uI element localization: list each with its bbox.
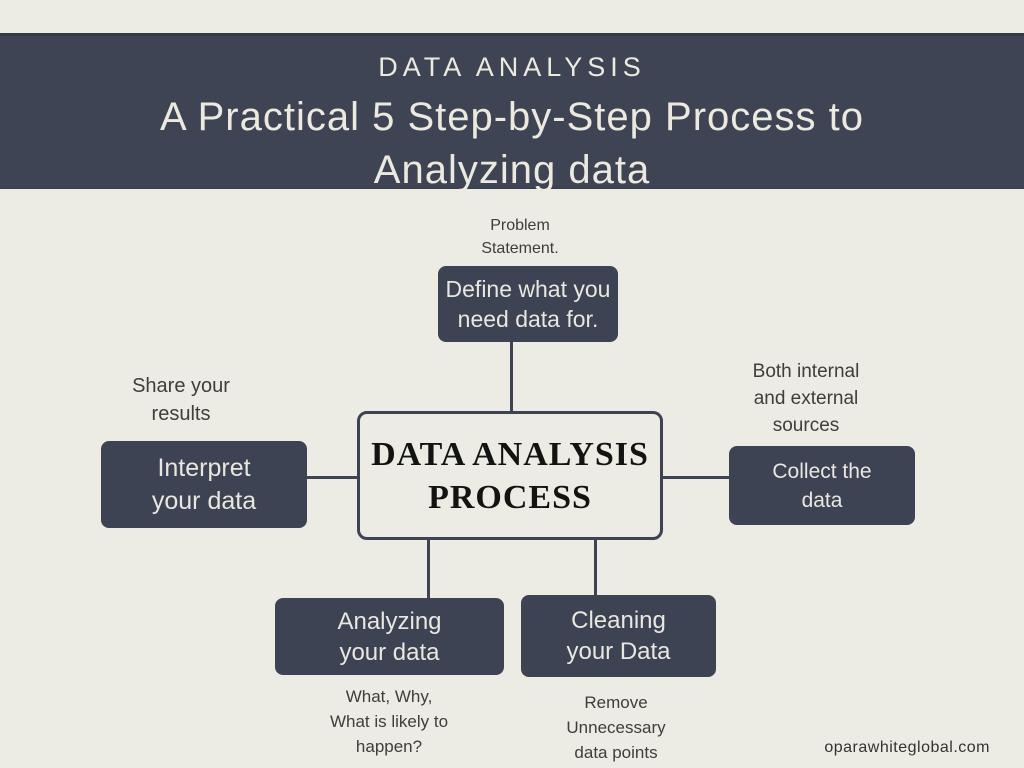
header-eyebrow: DATA ANALYSIS xyxy=(378,52,646,82)
node-define-box: Define what you need data for. xyxy=(438,266,618,342)
connector-left xyxy=(306,476,359,479)
node-interpret-note: Share your results xyxy=(132,375,230,425)
connector-right xyxy=(661,476,731,479)
node-collect-note: Both internal and external sources xyxy=(752,361,860,436)
watermark-text: oparawhiteglobal.com xyxy=(824,739,990,756)
page-title: A Practical 5 Step-by-Step Process to An… xyxy=(160,95,864,192)
header-banner: DATA ANALYSIS A Practical 5 Step-by-Step… xyxy=(0,33,1024,192)
connector-bottom-left xyxy=(427,538,430,600)
connector-top xyxy=(510,341,513,413)
center-process-title: DATA ANALYSIS PROCESS xyxy=(371,435,649,516)
node-collect-box: Collect the data xyxy=(729,446,915,525)
center-process-box: DATA ANALYSIS PROCESS xyxy=(357,411,663,540)
node-clean-box: Cleaning your Data xyxy=(521,595,716,677)
connector-bottom-right xyxy=(594,538,597,597)
node-interpret-box: Interpret your data xyxy=(101,441,307,528)
node-analyze-box: Analyzing your data xyxy=(275,598,504,675)
node-clean-note: Remove Unnecessary data points xyxy=(566,693,666,762)
node-analyze-note: What, Why, What is likely to happen? xyxy=(329,687,449,756)
node-define-note: Problem Statement. xyxy=(481,217,559,257)
